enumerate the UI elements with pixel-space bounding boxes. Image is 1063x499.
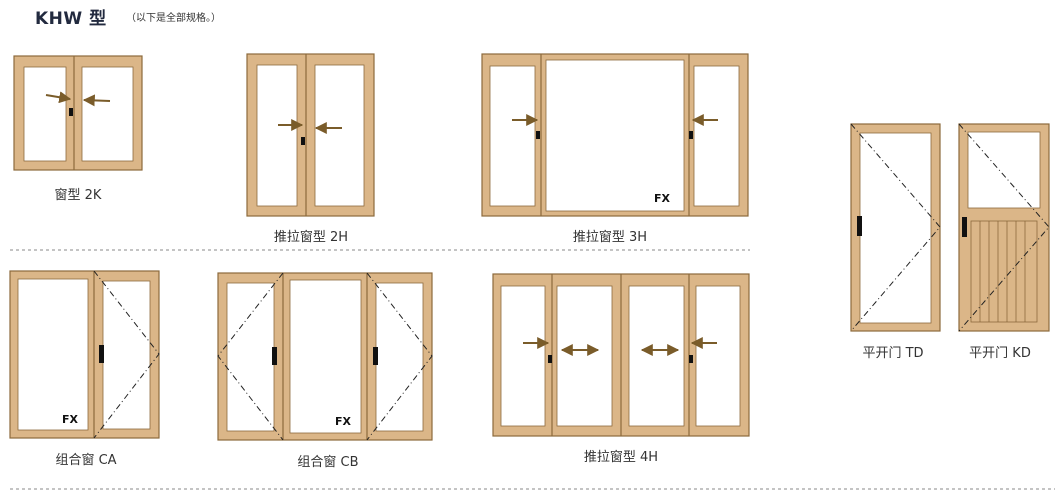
page-title: KHW 型	[35, 9, 107, 29]
caption-2k: 窗型 2K	[54, 188, 102, 203]
slide-arrow	[45, 91, 72, 104]
handle	[99, 345, 104, 363]
handle	[69, 108, 73, 116]
caption-ca: 组合窗 CA	[55, 453, 117, 468]
caption-4h: 推拉窗型 4H	[583, 450, 659, 465]
window-cb: FX	[217, 272, 433, 441]
casement-swing-line	[366, 272, 433, 441]
caption-2h: 推拉窗型 2H	[273, 230, 349, 245]
handle	[373, 347, 378, 365]
handle	[689, 131, 693, 139]
casement-swing-line	[217, 272, 284, 441]
handle	[689, 355, 693, 363]
window-2k	[13, 55, 143, 171]
fixed-label: FX	[335, 415, 352, 428]
page-subtitle: （以下是全部规格。）	[126, 13, 221, 24]
slide-arrow	[82, 94, 111, 107]
handle	[857, 216, 862, 236]
handle	[301, 137, 305, 145]
window-ca: FX	[9, 270, 160, 439]
caption-cb: 组合窗 CB	[297, 455, 359, 470]
handle	[548, 355, 552, 363]
door-kd	[958, 123, 1050, 332]
door-td	[850, 123, 941, 332]
fixed-label: FX	[654, 192, 671, 205]
window-2h	[246, 53, 375, 217]
caption-td: 平开门 TD	[862, 346, 924, 361]
handle	[536, 131, 540, 139]
fixed-label: FX	[62, 413, 79, 426]
caption-kd: 平开门 KD	[969, 346, 1031, 361]
window-4h	[492, 273, 750, 437]
caption-3h: 推拉窗型 3H	[572, 230, 648, 245]
handle	[962, 217, 967, 237]
casement-swing-line	[93, 270, 160, 439]
handle	[272, 347, 277, 365]
window-3h: FX	[481, 53, 749, 217]
